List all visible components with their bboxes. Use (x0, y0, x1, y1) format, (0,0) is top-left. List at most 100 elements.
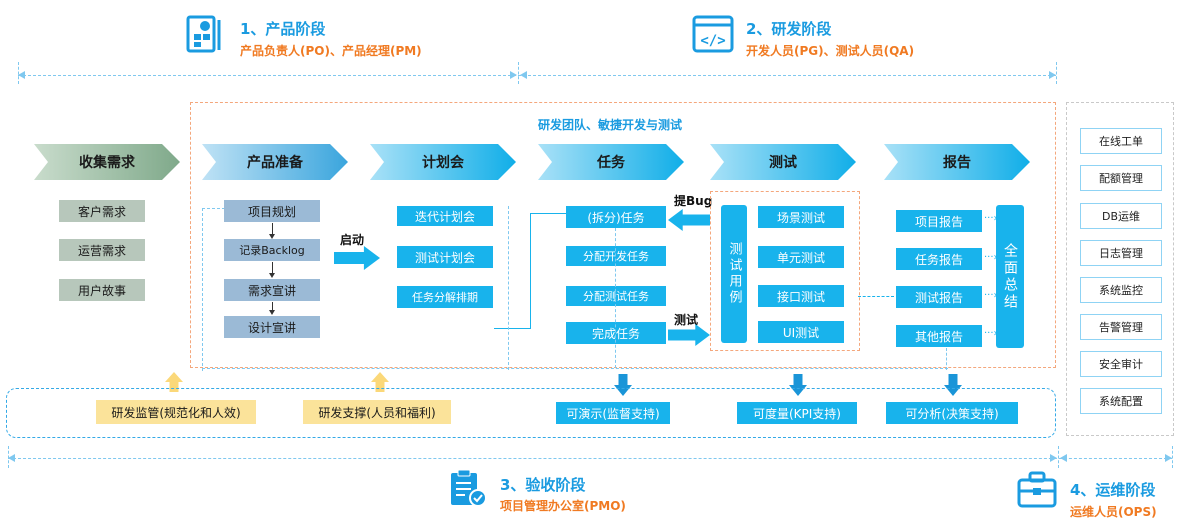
plan-item: 任务分解排期 (397, 286, 493, 308)
span-arrow-right (1049, 71, 1056, 79)
ops-area (1066, 102, 1174, 436)
header-task: 任务 (538, 144, 684, 180)
report-item: 任务报告 (896, 248, 982, 270)
down-arrow (614, 374, 632, 396)
ops-item: 安全审计 (1080, 351, 1162, 377)
test-item: UI测试 (758, 321, 844, 343)
test-item: 单元测试 (758, 246, 844, 268)
plan-item: 测试计划会 (397, 246, 493, 268)
stage-roles-dev: 开发人员(PG)、测试人员(QA) (746, 44, 915, 58)
report-arrow: ···› (984, 252, 998, 263)
task-item: (拆分)任务 (566, 206, 666, 228)
stage-title-product: 1、产品阶段 (240, 20, 326, 38)
plan-to-task-line (494, 213, 531, 329)
collect-item: 用户故事 (59, 279, 145, 301)
test-case-column: 测试用例 (721, 205, 747, 343)
acceptance-ops-span-line (8, 458, 1172, 459)
report-down-line (946, 348, 947, 370)
task-item: 完成任务 (566, 322, 666, 344)
feedback-loop-line (202, 368, 948, 369)
stage-roles-ops: 运维人员(OPS) (1070, 505, 1157, 519)
flow-arrowhead (269, 273, 275, 278)
down-arrow (944, 374, 962, 396)
test-area (710, 191, 860, 351)
acceptance-band (6, 388, 1056, 438)
up-arrow (371, 372, 389, 392)
test-item: 接口测试 (758, 285, 844, 307)
clipboard-check-icon (447, 469, 489, 509)
prep-loop-line (202, 208, 225, 371)
plan-down-dotted (508, 206, 509, 370)
report-item: 其他报告 (896, 325, 982, 347)
bug-label: 提Bug (674, 194, 713, 208)
stage-roles-product: 产品负责人(PO)、产品经理(PM) (240, 44, 422, 58)
ops-item: 系统监控 (1080, 277, 1162, 303)
header-report: 报告 (884, 144, 1030, 180)
outcome-box: 可演示(监督支持) (556, 402, 670, 424)
report-arrow: ···› (984, 290, 998, 301)
dev-team-area (190, 102, 1056, 368)
test-to-report-line (858, 296, 894, 297)
ops-item: DB运维 (1080, 203, 1162, 229)
span-tick (518, 62, 519, 84)
span-arrow-left (1060, 454, 1067, 462)
header-test: 测试 (710, 144, 856, 180)
prep-item: 需求宣讲 (224, 279, 320, 301)
ops-item: 配额管理 (1080, 165, 1162, 191)
flow-arrowhead (269, 310, 275, 315)
span-tick (1058, 446, 1059, 468)
header-prep: 产品准备 (202, 144, 348, 180)
span-arrow-right (1050, 454, 1057, 462)
stage-title-ops: 4、运维阶段 (1070, 481, 1156, 499)
collect-item: 客户需求 (59, 200, 145, 222)
plan-to-task-line (530, 213, 566, 214)
collect-item: 运营需求 (59, 239, 145, 261)
stage-title-acceptance: 3、验收阶段 (500, 476, 586, 494)
flow-line (272, 262, 273, 275)
down-arrow (789, 374, 807, 396)
span-tick (1056, 62, 1057, 84)
svg-text:</>: </> (700, 33, 725, 49)
span-arrow-left (520, 71, 527, 79)
support-box: 研发监管(规范化和人效) (96, 400, 256, 424)
prep-item: 设计宣讲 (224, 316, 320, 338)
report-arrow: ···› (984, 213, 998, 224)
outcome-box: 可分析(决策支持) (886, 402, 1018, 424)
span-arrow-right (510, 71, 517, 79)
code-brackets-icon: </> (692, 15, 734, 53)
task-item: 分配测试任务 (566, 286, 666, 306)
start-label: 启动 (340, 233, 365, 247)
span-arrow-left (18, 71, 25, 79)
ops-item: 在线工单 (1080, 128, 1162, 154)
bug-arrow (668, 209, 710, 231)
span-arrow-right (1165, 454, 1172, 462)
test-label: 测试 (674, 313, 699, 327)
task-item: 分配开发任务 (566, 246, 666, 266)
prep-item: 项目规划 (224, 200, 320, 222)
task-dotted-line (615, 228, 616, 368)
span-tick (1172, 446, 1173, 468)
team-title: 研发团队、敏捷开发与测试 (538, 118, 683, 132)
stage-roles-acceptance: 项目管理办公室(PMO) (500, 499, 626, 513)
ops-item: 日志管理 (1080, 240, 1162, 266)
summary-box: 全面总结 (996, 205, 1024, 348)
test-item: 场景测试 (758, 206, 844, 228)
report-item: 项目报告 (896, 210, 982, 232)
flow-line (272, 302, 273, 312)
flow-arrowhead (269, 234, 275, 239)
ops-item: 系统配置 (1080, 388, 1162, 414)
prep-item: 记录Backlog (224, 239, 320, 261)
header-collect: 收集需求 (34, 144, 180, 180)
support-box: 研发支撑(人员和福利) (303, 400, 451, 424)
test-arrow (668, 324, 710, 346)
header-plan: 计划会 (370, 144, 516, 180)
outcome-box: 可度量(KPI支持) (737, 402, 857, 424)
flow-line (272, 223, 273, 236)
toolbox-icon (1016, 471, 1058, 509)
plan-item: 迭代计划会 (397, 206, 493, 226)
span-arrow-left (8, 454, 15, 462)
product-dev-span-line (18, 75, 1056, 76)
product-document-icon (185, 14, 225, 56)
up-arrow (165, 372, 183, 392)
stage-title-dev: 2、研发阶段 (746, 20, 832, 38)
